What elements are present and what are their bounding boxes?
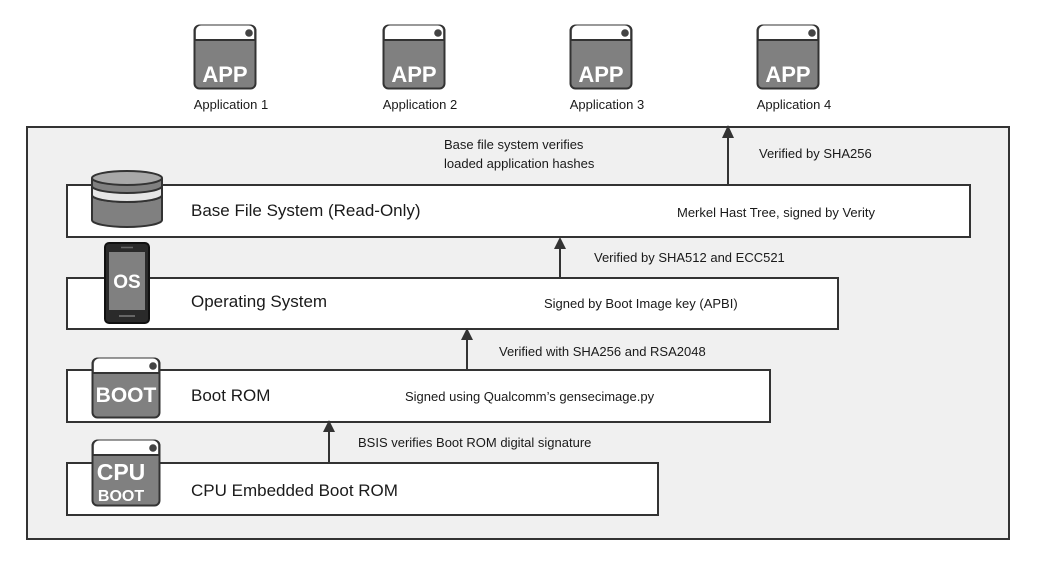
- app-window-icon: APP: [382, 24, 446, 90]
- layer-cpu-embedded-boot-rom: CPU Embedded Boot ROM: [66, 462, 659, 516]
- app-window-icon: APP: [193, 24, 257, 90]
- svg-text:APP: APP: [391, 62, 436, 87]
- app-window-icon: APP: [756, 24, 820, 90]
- phone-icon: OS: [104, 242, 150, 324]
- layer-title: Base File System (Read-Only): [191, 201, 421, 220]
- layer-title: Operating System: [191, 292, 328, 311]
- svg-text:APP: APP: [578, 62, 623, 87]
- app-label: Application 3: [569, 97, 645, 112]
- svg-text:BOOT: BOOT: [98, 488, 144, 505]
- app-label: Application 1: [193, 97, 269, 112]
- cpu-boot-window-icon: CPU BOOT: [91, 439, 161, 507]
- layer-note: Merkel Hast Tree, signed by Verity: [677, 205, 875, 220]
- app-label: Application 2: [382, 97, 458, 112]
- layer-note: Signed by Boot Image key (APBI): [544, 296, 738, 311]
- svg-text:BOOT: BOOT: [96, 384, 157, 407]
- layer-title: CPU Embedded Boot ROM: [191, 481, 398, 500]
- layer-note: Signed using Qualcomm’s gensecimage.py: [405, 389, 655, 404]
- os-to-fs-label: Verified by SHA512 and ECC521: [594, 250, 785, 265]
- svg-text:APP: APP: [202, 62, 247, 87]
- svg-text:APP: APP: [765, 62, 810, 87]
- note-line-1: Base file system verifies: [444, 137, 584, 152]
- layer-operating-system: Operating System Signed by Boot Image ke…: [66, 277, 839, 330]
- layer-boot-rom: Boot ROM Signed using Qualcomm’s genseci…: [66, 369, 771, 423]
- svg-text:OS: OS: [113, 272, 140, 293]
- layer-title: Boot ROM: [191, 386, 271, 405]
- apps-verified-label: Verified by SHA256: [759, 146, 872, 161]
- database-icon: [91, 170, 163, 228]
- app-window-icon: APP: [569, 24, 633, 90]
- layer-base-file-system: Base File System (Read-Only) Merkel Hast…: [66, 184, 971, 238]
- note-line-2: loaded application hashes: [444, 156, 595, 171]
- base-fs-verifies-note: Base file system verifies loaded applica…: [444, 135, 594, 173]
- boot-window-icon: BOOT: [91, 357, 161, 419]
- app-label: Application 4: [756, 97, 832, 112]
- cpu-to-boot-label: BSIS verifies Boot ROM digital signature: [358, 435, 592, 450]
- boot-to-os-label: Verified with SHA256 and RSA2048: [499, 344, 706, 359]
- svg-text:CPU: CPU: [97, 459, 146, 485]
